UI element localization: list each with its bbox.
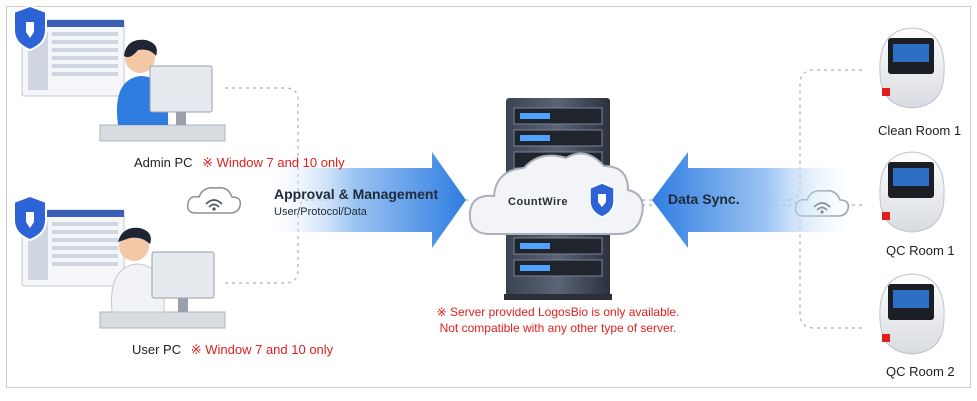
user-pen-icon [26,212,34,228]
admin-pc-illustration [13,4,226,142]
admin-pc-note: ※ Window 7 and 10 only [202,155,345,170]
server-rack-base [504,294,612,300]
left-wifi-cloud-icon [186,186,242,214]
device-clean-room-1 [879,27,945,109]
server-note: ※ Server provided LogosBio is only avail… [408,304,708,336]
approval-arrow [262,152,466,248]
admin-monitor [149,65,213,113]
clean-room-1-label: Clean Room 1 [878,123,962,138]
admin-window-titlebar [22,20,124,27]
qc-room-1-logo [882,212,890,220]
data-sync-arrow-title: Data Sync. [668,191,740,207]
admin-desk [99,124,226,142]
admin-person-hair [124,39,157,58]
qc-room-2-label: QC Room 2 [886,364,955,379]
user-window-titlebar [22,210,124,217]
server-note-line-1: ※ Server provided LogosBio is only avail… [436,305,680,319]
clean-room-logo [882,88,890,96]
admin-pc-label-text: Admin PC [134,155,193,170]
user-connector [225,199,311,284]
data-sync-arrow [652,152,860,248]
qc-room-2-logo [882,334,890,342]
device-qc-room-1 [879,151,945,233]
device-qc-room-2 [879,273,945,355]
countwire-pen-icon [598,194,606,207]
user-pc-note: ※ Window 7 and 10 only [190,342,334,357]
user-pc-label-text: User PC [132,342,182,357]
server-note-line-2: Not compatible with any other type of se… [439,321,677,335]
qc-room-1-label: QC Room 1 [886,243,955,258]
qc-room-2-connector [785,199,862,329]
admin-monitor-stand [176,112,186,125]
admin-pc-label: Admin PC ※ Window 7 and 10 only [134,155,345,171]
user-pc-label: User PC ※ Window 7 and 10 only [132,342,333,358]
user-monitor [151,251,215,299]
approval-arrow-title: Approval & Management [274,186,439,202]
user-monitor-stand [178,298,188,312]
user-desk [99,311,226,329]
admin-pen-icon [26,22,34,38]
admin-window-grid [28,32,118,90]
approval-arrow-subtitle: User/Protocol/Data [274,206,367,218]
countwire-cloud-label: CountWire [508,196,569,208]
user-person-hair [118,227,151,244]
countwire-cloud [468,152,644,235]
user-pc-illustration [13,194,226,329]
